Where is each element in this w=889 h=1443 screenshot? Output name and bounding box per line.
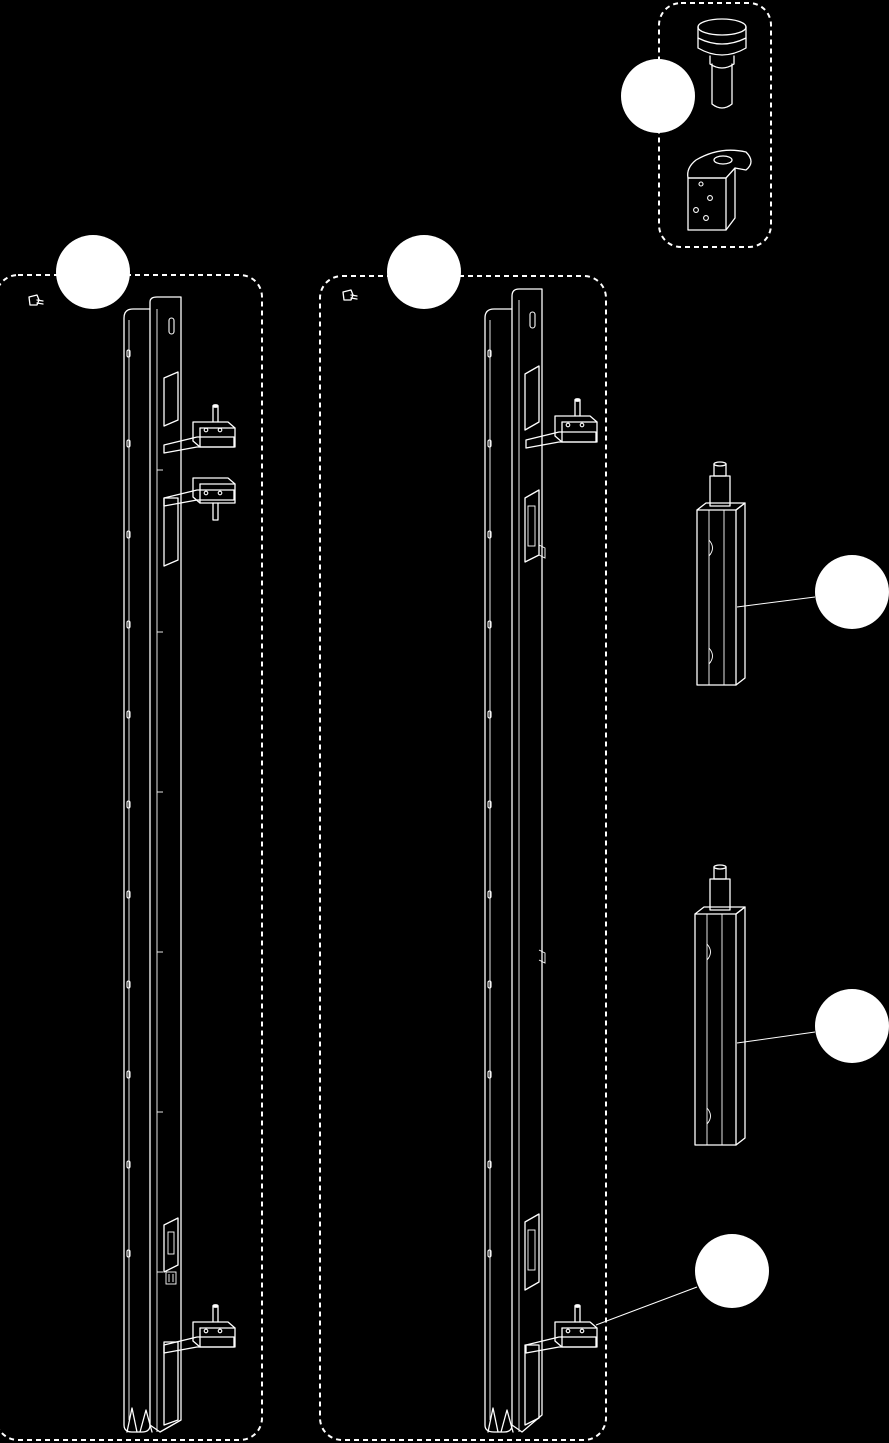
pivot-bracket-icon (687, 149, 752, 231)
callout-actuator-lower (815, 989, 889, 1063)
callout-bracket (695, 1234, 769, 1308)
leader-actuator-lower (736, 1031, 816, 1044)
hinge-bracket-icon (163, 1304, 236, 1354)
callout-right-frame (387, 235, 461, 309)
screw-icon (342, 289, 358, 301)
left-frame-channel (123, 296, 182, 1433)
callout-left-frame (56, 235, 130, 309)
hinge-bracket-icon (163, 477, 236, 521)
screw-icon (28, 294, 44, 306)
pivot-pin-icon (697, 18, 747, 109)
hinge-bracket-icon (525, 398, 598, 449)
right-frame-channel (484, 288, 546, 1433)
callout-actuator-upper (815, 555, 889, 629)
leader-bracket (595, 1286, 698, 1326)
hinge-bracket-icon (525, 1304, 598, 1354)
actuator-icon (694, 864, 746, 1146)
actuator-icon (696, 461, 746, 686)
mounting-holes (126, 349, 131, 1258)
mounting-holes (487, 349, 492, 1258)
callout-hardware (621, 59, 695, 133)
group-outline-hardware (658, 2, 772, 248)
group-outline-right-frame (319, 275, 607, 1441)
hinge-bracket-icon (163, 404, 236, 454)
leader-actuator-upper (736, 596, 816, 608)
